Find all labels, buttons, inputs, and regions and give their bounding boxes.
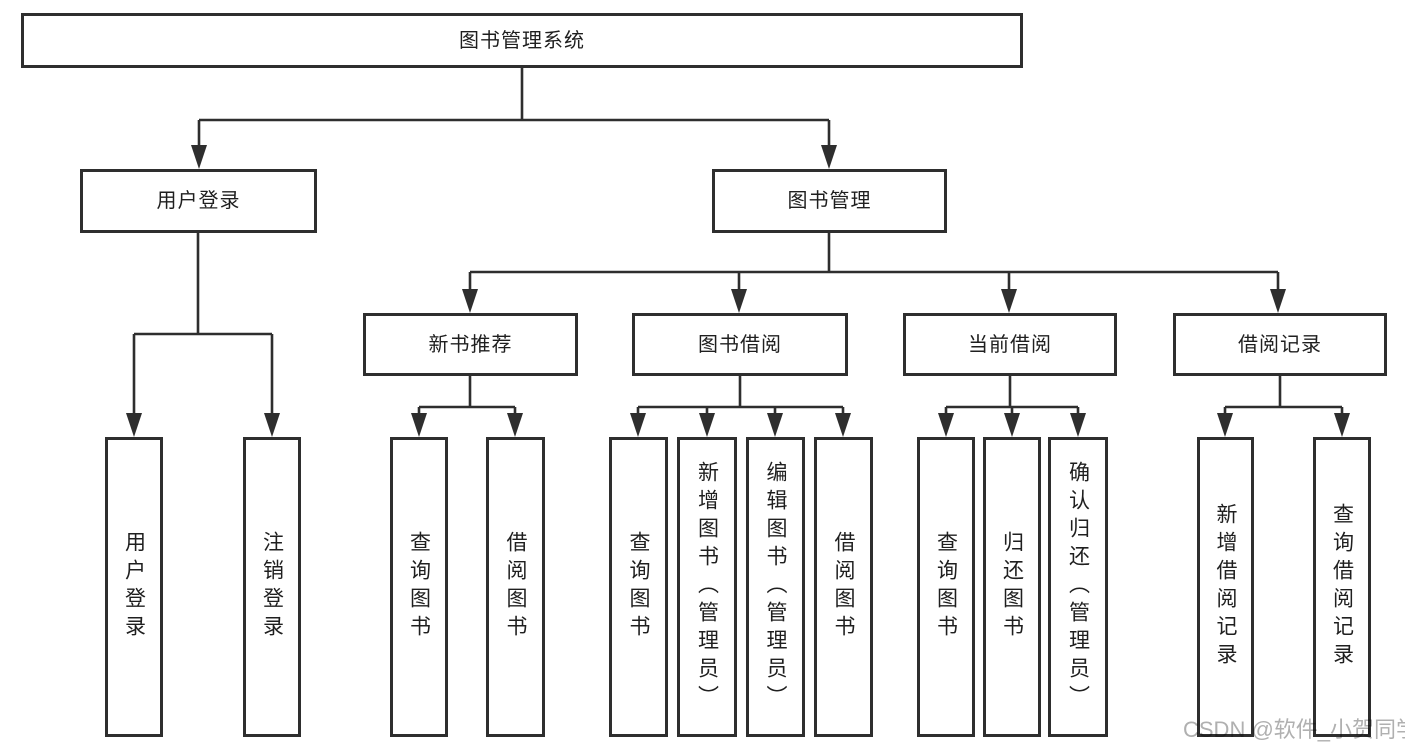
leaf-cb-return-books: 归还图书 (983, 437, 1041, 737)
node-book-borrowing: 图书借阅 (632, 313, 848, 376)
leaf-br-query-borrow-record: 查询借阅记录 (1313, 437, 1371, 737)
leaf-bb-add-books-admin: 新增图书（管理员） (677, 437, 737, 737)
leaf-bb-edit-books-admin: 编辑图书（管理员） (746, 437, 805, 737)
csdn-watermark: CSDN @软件_小贺同学 (1183, 717, 1405, 742)
leaf-br-add-borrow-record: 新增借阅记录 (1197, 437, 1254, 737)
node-borrowing-records: 借阅记录 (1173, 313, 1387, 376)
leaf-user-login: 用户登录 (105, 437, 163, 737)
leaf-nb-query-books: 查询图书 (390, 437, 448, 737)
leaf-logout: 注销登录 (243, 437, 301, 737)
arrowheads (126, 145, 1350, 437)
node-library-management-system: 图书管理系统 (21, 13, 1023, 68)
leaf-nb-borrow-books: 借阅图书 (486, 437, 545, 737)
node-user-login: 用户登录 (80, 169, 317, 233)
node-current-borrowing: 当前借阅 (903, 313, 1117, 376)
node-new-book-recommendation: 新书推荐 (363, 313, 578, 376)
leaf-bb-query-books: 查询图书 (609, 437, 668, 737)
leaf-bb-borrow-books: 借阅图书 (814, 437, 873, 737)
node-book-management: 图书管理 (712, 169, 947, 233)
leaf-cb-query-books: 查询图书 (917, 437, 975, 737)
leaf-cb-confirm-return-admin: 确认归还（管理员） (1048, 437, 1108, 737)
